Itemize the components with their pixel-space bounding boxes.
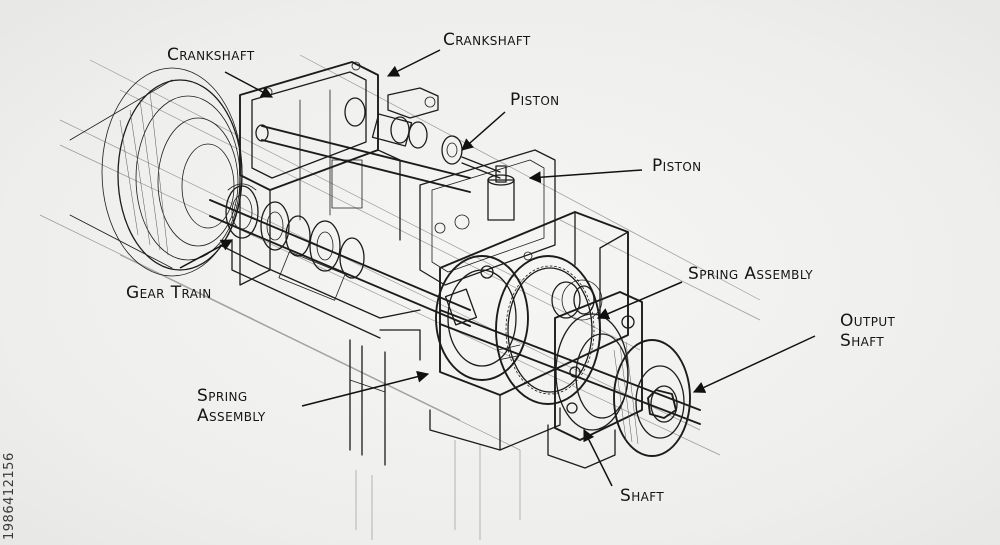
gear-train [209, 183, 471, 327]
arrow-crankshaft-right [386, 49, 441, 77]
label-piston-right: Piston [652, 156, 702, 176]
label-spring-assembly-left: Spring Assembly [197, 386, 266, 426]
arrow-shaft [583, 428, 613, 487]
arrow-output-shaft [692, 335, 816, 393]
output-shaft-assembly [439, 291, 701, 457]
label-spring-assembly-left-line1: Spring [197, 386, 248, 406]
lower-frame [219, 239, 421, 540]
label-gear-train: Gear Train [126, 283, 212, 303]
construction-lines [39, 54, 761, 456]
drum-cylinder [69, 67, 243, 277]
arrow-spring-assembly-right [596, 281, 683, 320]
label-spring-assembly-right: Spring Assembly [688, 264, 814, 284]
arrow-crankshaft-left [224, 71, 274, 98]
toothed-gear [495, 255, 603, 405]
piston-assembly [419, 149, 556, 286]
label-output-shaft: Output Shaft [840, 311, 896, 351]
base-feet [429, 394, 616, 540]
label-piston-top: Piston [510, 90, 560, 110]
stock-id-watermark: 1986412156 [2, 452, 17, 540]
arrow-piston-top [461, 111, 506, 151]
arrow-gear-train [179, 239, 234, 269]
upper-frame [239, 61, 401, 286]
label-crankshaft-left: Crankshaft [167, 45, 255, 65]
label-output-shaft-line1: Output [840, 311, 896, 331]
label-spring-assembly-left-line2: Assembly [197, 405, 266, 426]
label-output-shaft-line2: Shaft [840, 330, 885, 351]
label-shaft: Shaft [620, 486, 665, 506]
crankshaft-assembly [255, 87, 471, 193]
leader-lines [179, 49, 816, 487]
arrow-spring-assembly-left [301, 370, 430, 407]
arrow-piston-right [528, 169, 643, 184]
label-crankshaft-right: Crankshaft [443, 30, 531, 50]
